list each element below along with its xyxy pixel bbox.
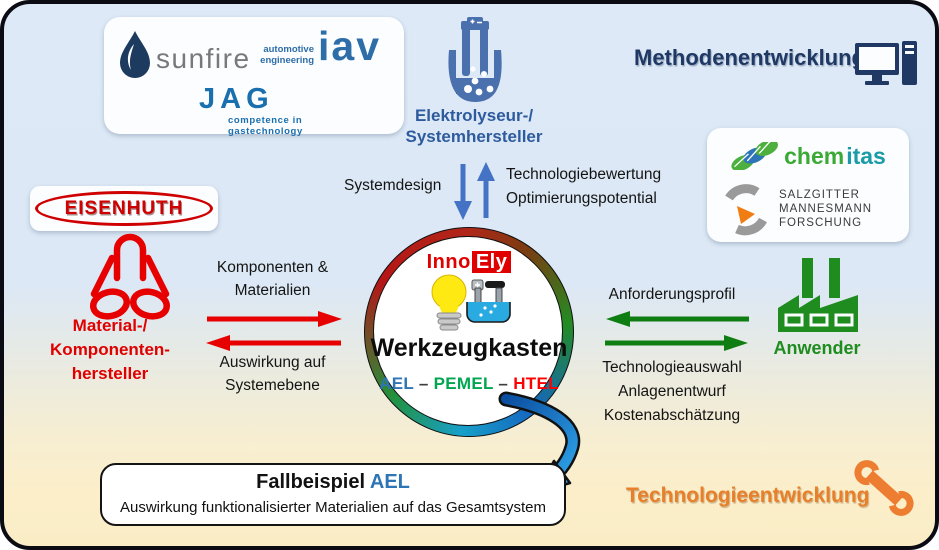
sunfire-logo-text: sunfire	[156, 43, 251, 74]
chemitas-text-itas: itas	[846, 142, 886, 169]
wrench-icon	[854, 460, 914, 516]
lightbulb-icon	[431, 274, 511, 331]
jag-tagline: competence in gastechnology	[228, 115, 303, 137]
desktop-computer-icon	[855, 41, 917, 85]
chemitas-waves-icon	[731, 142, 779, 170]
green-arrows-icon	[605, 311, 749, 351]
szmf-arcs-icon	[725, 184, 767, 236]
fallbeispiel-subtitle: Auswirkung funktionalisierter Materialie…	[119, 499, 546, 516]
technologieauswahl-label: Technologieauswahl Anlagenentwurf Kosten…	[602, 359, 742, 424]
material-hersteller-label: Material-/ Komponenten- hersteller	[50, 316, 170, 383]
technology-list: AEL – PEMEL – HTEL	[379, 374, 559, 393]
blue-arrows-icon	[454, 162, 495, 220]
sunfire-flame-icon	[120, 31, 150, 78]
szmf-logo-text: SALZGITTER MANNESMANN FORSCHUNG	[779, 189, 873, 229]
red-flow-top-label: Komponenten & Materialien	[216, 259, 329, 299]
red-flow-bottom-label: Auswirkung auf Systemebene	[219, 354, 326, 394]
partners-logo-box: sunfire automotive engineering iav JAG c…	[104, 17, 404, 137]
mini-electrolysis-icon	[466, 279, 511, 323]
fallbeispiel-title: Fallbeispiel AEL	[256, 471, 410, 493]
iav-logo-text: iav	[318, 23, 381, 69]
technologiebewertung-label: Technologiebewertung Optimierungspotenti…	[506, 166, 662, 207]
eisenhuth-logo-box: EISENHUTH	[30, 186, 218, 231]
electrolyzer-label: Elektrolyseur-/ Systemhersteller	[405, 106, 543, 146]
circle-inner	[373, 236, 563, 426]
systemdesign-label: Systemdesign	[344, 177, 442, 194]
anforderungsprofil-label: Anforderungsprofil	[608, 286, 736, 303]
eisenhuth-logo-text: EISENHUTH	[35, 191, 213, 226]
pipes-components-icon	[90, 233, 170, 320]
anwender-label: Anwender	[773, 338, 861, 358]
red-arrows-icon	[206, 311, 342, 351]
iav-tagline: automotive engineering	[260, 44, 314, 66]
technologieentwicklung-label: Technologieentwicklung	[626, 484, 870, 507]
electrolyzer-cell-icon	[448, 17, 502, 102]
chemitas-text-chem: chem	[784, 142, 845, 169]
fallbeispiel-box: Fallbeispiel AEL Auswirkung funktionalis…	[100, 463, 566, 526]
jag-logo-text: JAG	[199, 83, 274, 115]
methodenentwicklung-label: Methodenentwicklung	[634, 45, 865, 70]
werkzeugkasten-title: Werkzeugkasten	[370, 334, 568, 362]
factory-icon	[778, 258, 858, 332]
